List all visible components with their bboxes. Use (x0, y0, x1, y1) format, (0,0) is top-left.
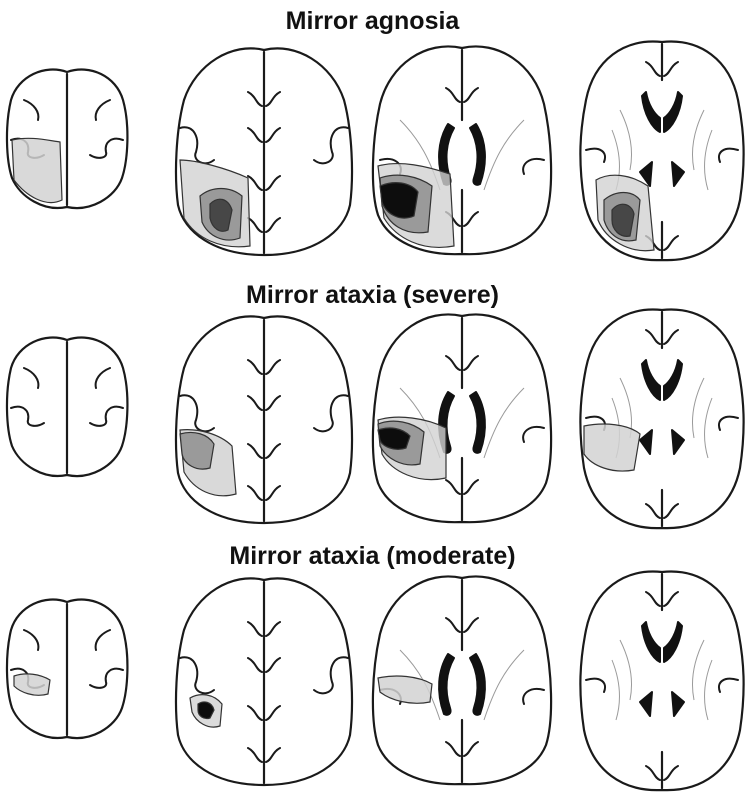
slice-1-3 (373, 46, 551, 254)
row-1-slices (7, 42, 744, 261)
slice-1-4 (580, 42, 743, 261)
slice-1-1 (7, 70, 127, 208)
slice-3-3 (373, 576, 551, 784)
slice-3-4 (580, 572, 743, 791)
slice-1-2 (176, 48, 352, 255)
slice-2-1 (7, 338, 127, 476)
slice-2-3 (373, 314, 551, 522)
row-2-slices (7, 310, 744, 529)
row-3-slices (7, 572, 744, 791)
slice-2-2 (176, 316, 352, 523)
slice-3-1 (7, 600, 127, 738)
slice-3-2 (176, 578, 352, 785)
slice-2-4 (580, 310, 743, 529)
